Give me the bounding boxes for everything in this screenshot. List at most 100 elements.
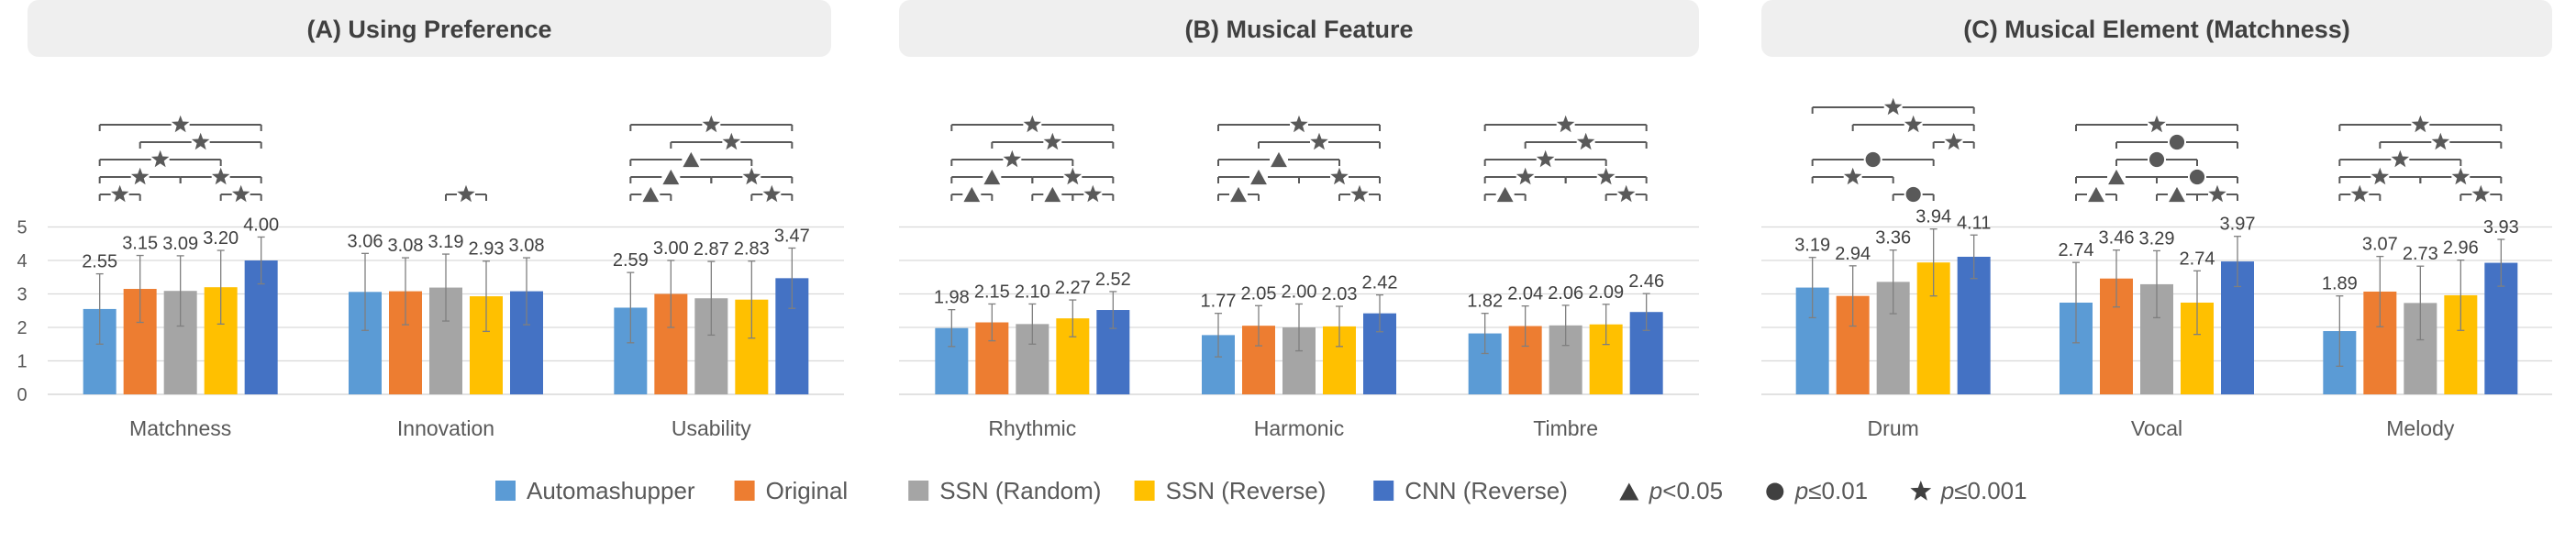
star-icon [1516, 167, 1535, 185]
legend-label: Automashupper [527, 477, 695, 504]
y-tick-label: 5 [17, 218, 27, 238]
significance-bracket [950, 149, 1074, 169]
star-icon [2411, 115, 2430, 133]
legend-label: SSN (Random) [939, 477, 1101, 504]
star-icon [1290, 115, 1308, 133]
significance-bracket [950, 168, 1034, 186]
data-label: 2.74 [2180, 249, 2215, 269]
significance-bracket [2196, 184, 2238, 204]
star-icon [1063, 167, 1083, 185]
star-icon [1576, 132, 1595, 150]
legend-significance-label: p≤0.01 [1794, 477, 1868, 504]
significance-bracket [670, 132, 794, 151]
y-tick-label: 1 [17, 352, 27, 372]
significance-bracket [1892, 185, 1935, 204]
category-label: Innovation [397, 416, 494, 440]
circle-icon [2169, 134, 2185, 150]
significance-bracket [2338, 149, 2462, 169]
star-icon [1944, 132, 1963, 150]
p-threshold: ≤0.001 [1954, 477, 2026, 504]
p-threshold: ≤0.01 [1808, 477, 1868, 504]
data-label: 2.42 [1362, 273, 1398, 293]
triangle-icon [683, 151, 700, 168]
triangle-icon [2169, 186, 2185, 203]
star-icon [1310, 132, 1328, 150]
significance-bracket [1483, 185, 1527, 204]
y-tick-label: 3 [17, 285, 27, 305]
significance-bracket [2156, 168, 2238, 186]
significance-bracket [2338, 184, 2382, 204]
data-label: 2.27 [1055, 278, 1091, 298]
star-icon [1883, 97, 1903, 116]
panel-title-box [28, 0, 831, 57]
data-label: 1.89 [2322, 274, 2358, 294]
data-label: 2.59 [613, 250, 649, 271]
star-icon [2148, 115, 2166, 133]
significance-bracket [219, 184, 262, 204]
data-label: 3.97 [2220, 215, 2256, 235]
legend-label: CNN (Reverse) [1405, 477, 1568, 504]
star-icon [171, 115, 190, 133]
star-icon [1350, 184, 1369, 203]
triangle-icon [1496, 186, 1514, 203]
star-icon [2431, 132, 2450, 150]
data-label: 1.77 [1201, 292, 1237, 312]
star-icon [1023, 115, 1042, 133]
significance-bracket [98, 167, 182, 186]
significance-bracket [1851, 115, 1975, 134]
star-icon [130, 167, 150, 185]
triangle-icon [1230, 186, 1247, 203]
legend-label: Original [766, 477, 849, 504]
significance-bracket [98, 184, 141, 204]
data-label: 3.93 [2483, 217, 2519, 238]
significance-bracket [1217, 115, 1381, 134]
significance-bracket [1932, 132, 1975, 151]
significance-bracket [1811, 150, 1935, 169]
data-label: 3.46 [2099, 228, 2135, 249]
star-icon [1536, 149, 1555, 168]
significance-bracket [1483, 115, 1648, 134]
data-label: 1.82 [1467, 292, 1503, 312]
star-icon [110, 184, 129, 203]
star-icon [1843, 167, 1862, 185]
significance-bracket [1217, 150, 1340, 169]
data-label: 2.10 [1015, 282, 1050, 302]
significance-bracket [629, 168, 713, 186]
significance-bracket [2075, 168, 2158, 186]
bar [1957, 256, 1991, 394]
circle-icon [2189, 169, 2205, 185]
significance-bracket [1483, 149, 1607, 169]
category-label: Harmonic [1254, 416, 1344, 440]
data-label: 2.94 [1835, 244, 1871, 264]
category-label: Timbre [1533, 416, 1598, 440]
significance-bracket [1811, 97, 1975, 116]
triangle-icon [642, 186, 660, 203]
data-label: 2.05 [1241, 283, 1277, 304]
significance-bracket [629, 185, 672, 204]
star-icon [722, 132, 741, 150]
data-label: 3.08 [388, 236, 424, 256]
data-label: 2.03 [1322, 284, 1358, 304]
data-label: 2.74 [2059, 240, 2094, 260]
significance-bracket [2379, 132, 2503, 151]
data-label: 4.00 [243, 215, 279, 235]
data-label: 2.55 [82, 252, 117, 272]
significance-bracket [1604, 184, 1648, 204]
triangle-icon [2108, 169, 2125, 185]
data-label: 3.00 [653, 238, 689, 259]
star-icon [2391, 149, 2410, 168]
data-label: 2.83 [734, 239, 770, 260]
category-label: Drum [1868, 416, 1919, 440]
data-label: 3.47 [774, 226, 810, 246]
category-label: Vocal [2131, 416, 2182, 440]
significance-bracket [1338, 184, 1381, 204]
significance-bracket [2459, 184, 2503, 204]
triangle-icon [1619, 482, 1639, 501]
star-icon [2451, 167, 2471, 185]
significance-bracket [445, 184, 487, 204]
star-icon [191, 132, 210, 150]
significance-bracket [2419, 167, 2503, 186]
data-label: 1.98 [934, 288, 970, 308]
